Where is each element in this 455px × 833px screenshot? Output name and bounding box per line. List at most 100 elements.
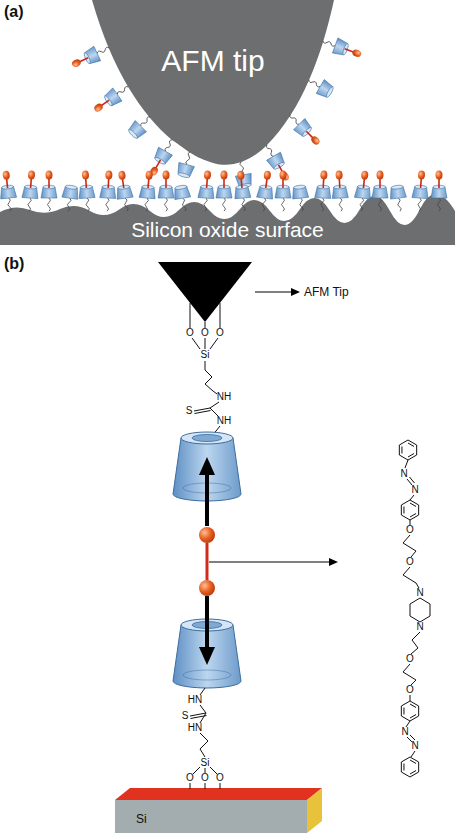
host-guest-pair [260,141,294,184]
atom-label: Si [201,350,210,360]
host-molecule [389,184,408,212]
host-guest-pair [377,171,384,189]
atom-label: O [216,328,224,338]
chemical-bond [190,783,191,789]
host-guest-pair [90,80,133,116]
host-molecule [389,184,408,212]
chemical-bond [220,783,221,789]
host-guest-pair [203,170,211,188]
host-guest-pair [372,185,388,211]
host-guest-pair [149,158,164,177]
chemical-bond [200,705,206,713]
atom-label: O [406,685,414,695]
chemical-bond [205,783,206,789]
host-guest-pair [71,55,90,69]
host-guest-pair [260,141,287,172]
chemical-bond [410,735,415,740]
host-molecule [126,111,156,141]
host-guest-pair [431,171,447,212]
host-guest-pair [163,171,170,189]
host-molecule [291,185,310,213]
atom-label: N [411,485,418,495]
host-guest-pair [255,170,276,212]
binding-arrow [199,596,215,665]
chemical-bond [410,495,414,500]
chemical-bond [190,303,220,436]
host-molecule [291,185,310,213]
chemical-bond [205,768,206,773]
chemical-bond [192,338,200,349]
host-guest-pair [21,170,40,212]
atom-label: Si [201,758,210,768]
azobenzene-ball [199,580,215,596]
host-guest-pair [320,170,328,188]
host-guest-pair [284,109,324,149]
cyclodextrin-cup [173,432,241,501]
surface-band: Silicon oxide surface [0,200,455,245]
chemical-bond [403,567,419,588]
host-molecule [173,184,193,212]
chemical-bond [406,721,410,727]
host-guest-pair [118,170,127,188]
atom-label: N [401,727,408,737]
panel-letter: (a) [4,4,24,20]
host-guest-pair [417,170,425,188]
host-guest-pair [152,136,179,167]
host-molecule [305,73,336,100]
host-guest-pair [353,185,372,213]
host-guest-pair [46,171,53,189]
host-guest-pair [78,185,96,212]
host-molecule [60,184,79,212]
host-guest-pair [343,46,362,59]
host-molecule [233,160,253,188]
chemical-bond [210,402,219,408]
host-guest-pair [255,184,274,212]
benzene-ring [399,440,416,460]
host-guest-pair [41,171,57,212]
host-guest-pair [105,170,113,188]
atom-label: HN [188,695,202,705]
atom-label: S [182,711,189,721]
silicon-slab: Si [112,786,324,833]
atom-label: O [406,654,414,664]
chemical-bond [220,303,221,328]
host-molecule [126,111,156,141]
host-guest-pair [314,170,332,211]
binding-arrow [205,472,209,526]
chemical-bond [407,737,412,742]
benzene-ring [401,500,418,520]
chemical-bond [410,477,415,483]
chemical-bond [191,716,207,719]
atom-label: N [416,588,423,598]
benzene-ring [401,757,418,777]
benzene-ring [401,701,418,721]
host-guest-pair [280,171,287,189]
host-guest-pair [197,170,216,212]
host-guest-pair [320,33,364,62]
chemical-bond [210,408,218,416]
host-guest-pair [284,109,314,139]
chemical-bond [407,479,412,485]
chemical-bond [420,598,430,622]
host-guest-pair [431,185,447,211]
guest-linker [206,543,209,580]
host-guest-pair [82,170,90,188]
afm-tip-shape-outline [92,0,334,172]
host-guest-pair [158,185,174,211]
host-guest-pair [411,185,429,212]
silicon-slab-face [115,800,307,833]
silicon-slab-face [115,788,322,800]
atom-label: S [186,406,193,416]
host-guest-pair [372,171,388,212]
atom-label: O [216,773,224,783]
host-guest-pair [197,185,215,212]
host-guest-pair [0,170,18,212]
atom-label: NH [217,416,231,426]
chemical-bond [194,408,210,411]
silicon-slab-face [307,788,322,833]
chemical-bond [410,695,411,701]
host-guest-pair [360,170,369,188]
silicon-slab-outline [112,786,324,833]
